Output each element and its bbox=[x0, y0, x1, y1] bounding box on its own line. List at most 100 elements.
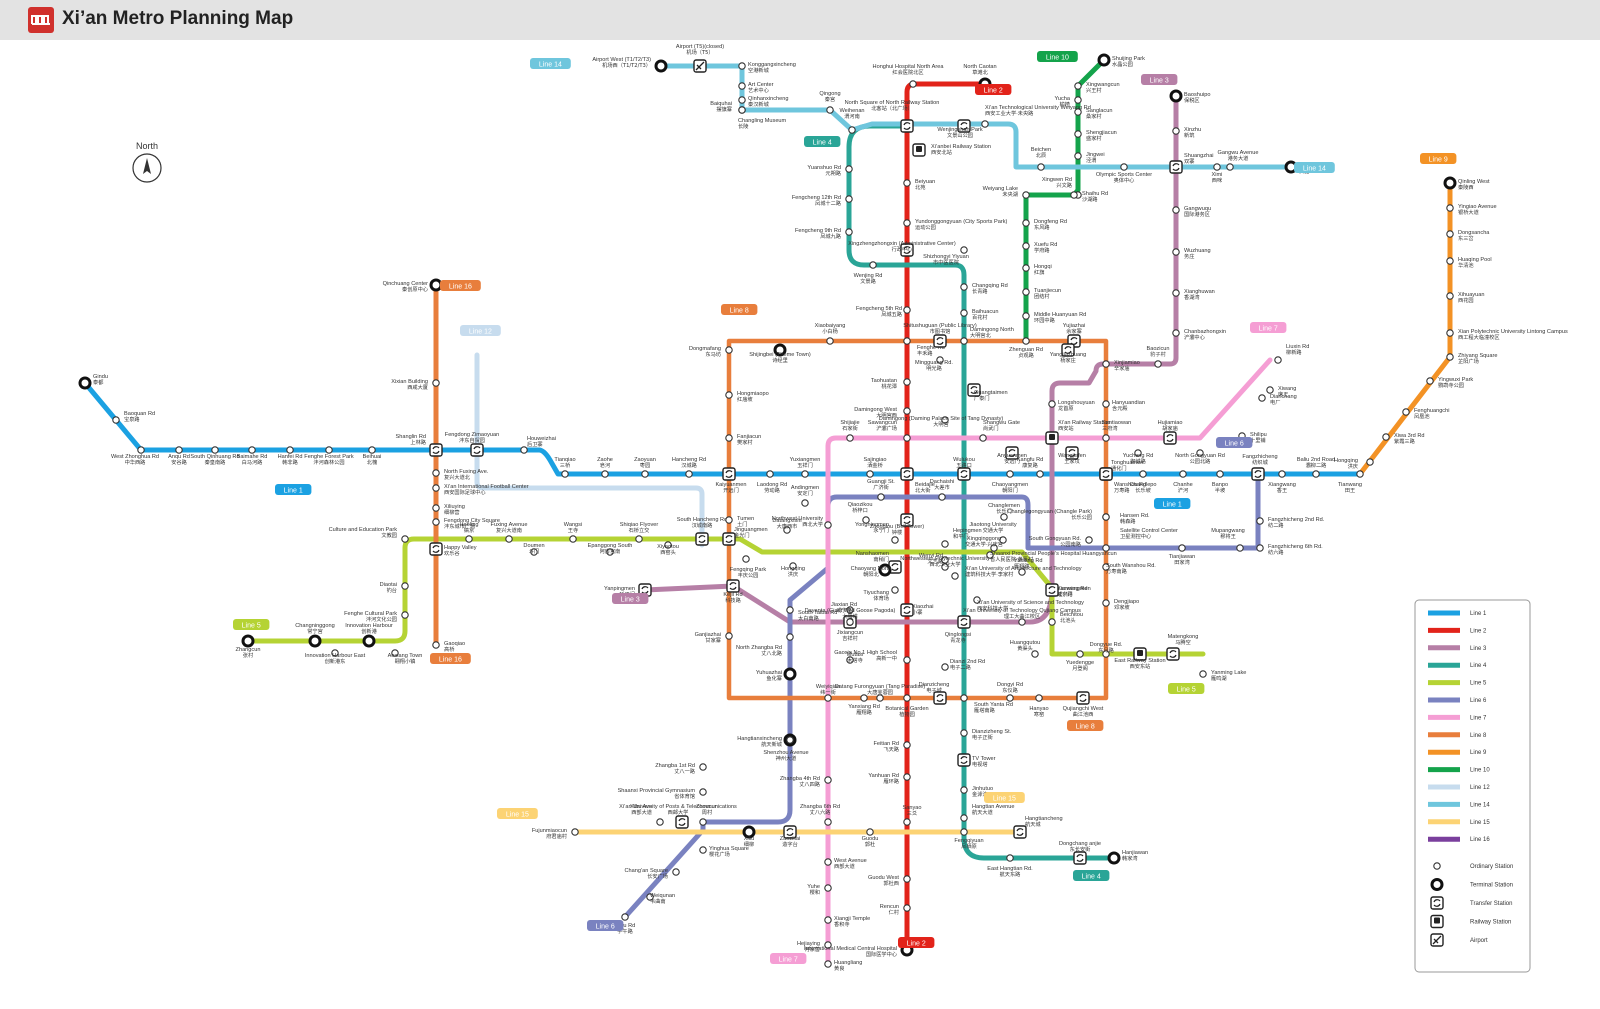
station-south-gongyuan-rd[interactable]: South Gongyuan Rd.公园南路 bbox=[1029, 536, 1093, 548]
station-guangji-st[interactable]: Guangji St.广济街 bbox=[867, 479, 895, 501]
station-shaanxi-provincial-people-s-hospital-huangyancun[interactable]: Shaanxi Provincial People’s Hospital Hua… bbox=[986, 551, 1117, 563]
station-xi-an-university-of-technology-qujiang-campus[interactable]: Xi’an University of Technology Qujiang C… bbox=[963, 608, 1081, 626]
station-shitushuguan-public-library[interactable]: Shitushuguan (Public Library)市图书馆 bbox=[903, 323, 977, 348]
station-datang-furongyuan-tang-paradise[interactable]: Datang Furongyuan (Tang Paradise)大唐芙蓉园 bbox=[835, 684, 926, 702]
station-hansen-rd[interactable]: Hansen Rd.韩森路 bbox=[1102, 513, 1150, 525]
station-fangzhicheng-6th-rd[interactable]: Fangzhicheng 6th Rd.纺六路 bbox=[1256, 544, 1323, 556]
station-yundonggongyuan-city-sports-park[interactable]: Yundonggongyuan (City Sports Park)运动公园 bbox=[903, 219, 1008, 231]
station-xian-polytechnic-university-lintong-campus[interactable]: Xian Polytechnic University Lintong Camp… bbox=[1446, 329, 1568, 341]
station-changlegongyuan-changle-park[interactable]: Changlegongyuan (Changle Park)长乐公园 bbox=[1007, 509, 1110, 521]
station-north-fuxing-ave[interactable]: North Fuxing Ave.复兴大道北 bbox=[432, 469, 489, 481]
